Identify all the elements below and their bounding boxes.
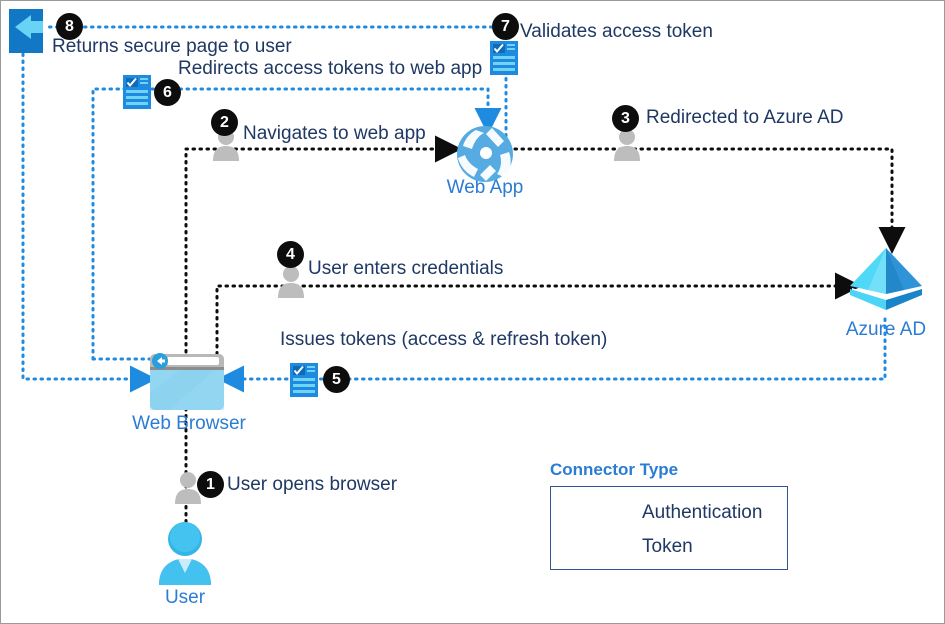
legend-title: Connector Type bbox=[550, 460, 679, 479]
step-text-3: Redirected to Azure AD bbox=[646, 107, 844, 128]
token-document-icon-6 bbox=[123, 75, 151, 109]
step-badge-8: 8 bbox=[56, 13, 83, 40]
step-badge-2: 2 bbox=[211, 109, 238, 136]
step-text-2: Navigates to web app bbox=[243, 123, 426, 144]
legend-item-authentication: Authentication bbox=[642, 502, 763, 523]
legend-item-token: Token bbox=[642, 536, 693, 557]
step-badge-6: 6 bbox=[154, 79, 181, 106]
web-browser-icon bbox=[149, 353, 225, 411]
web-browser-label: Web Browser bbox=[132, 413, 246, 434]
user-label: User bbox=[164, 587, 206, 608]
step-badge-4: 4 bbox=[277, 241, 304, 268]
person-glyph-step-3 bbox=[612, 127, 642, 161]
user-avatar-icon bbox=[153, 521, 217, 587]
token-document-icon-5 bbox=[290, 363, 318, 397]
step-text-7: Validates access token bbox=[520, 21, 713, 42]
web-app-label: Web App bbox=[446, 177, 524, 198]
step-badge-3: 3 bbox=[612, 105, 639, 132]
step-text-6: Redirects access tokens to web app bbox=[178, 58, 483, 79]
azure-ad-label: Azure AD bbox=[845, 319, 927, 340]
person-glyph-step-1 bbox=[173, 470, 203, 504]
web-app-globe-icon bbox=[456, 125, 514, 183]
step-text-5: Issues tokens (access & refresh token) bbox=[280, 329, 608, 350]
step-badge-1: 1 bbox=[197, 471, 224, 498]
azure-ad-pyramid-icon bbox=[846, 246, 926, 318]
step-badge-7: 7 bbox=[492, 13, 519, 40]
person-glyph-step-4 bbox=[276, 264, 306, 298]
token-document-icon-7 bbox=[490, 41, 518, 75]
step-text-8: Returns secure page to user bbox=[52, 36, 292, 57]
step-badge-5: 5 bbox=[323, 366, 350, 393]
connector-step-2 bbox=[184, 135, 462, 361]
step-text-1: User opens browser bbox=[227, 474, 398, 495]
secure-page-icon bbox=[1, 9, 49, 53]
connector-step-3 bbox=[506, 147, 906, 254]
step-text-4: User enters credentials bbox=[308, 258, 504, 279]
legend-box bbox=[550, 486, 788, 570]
